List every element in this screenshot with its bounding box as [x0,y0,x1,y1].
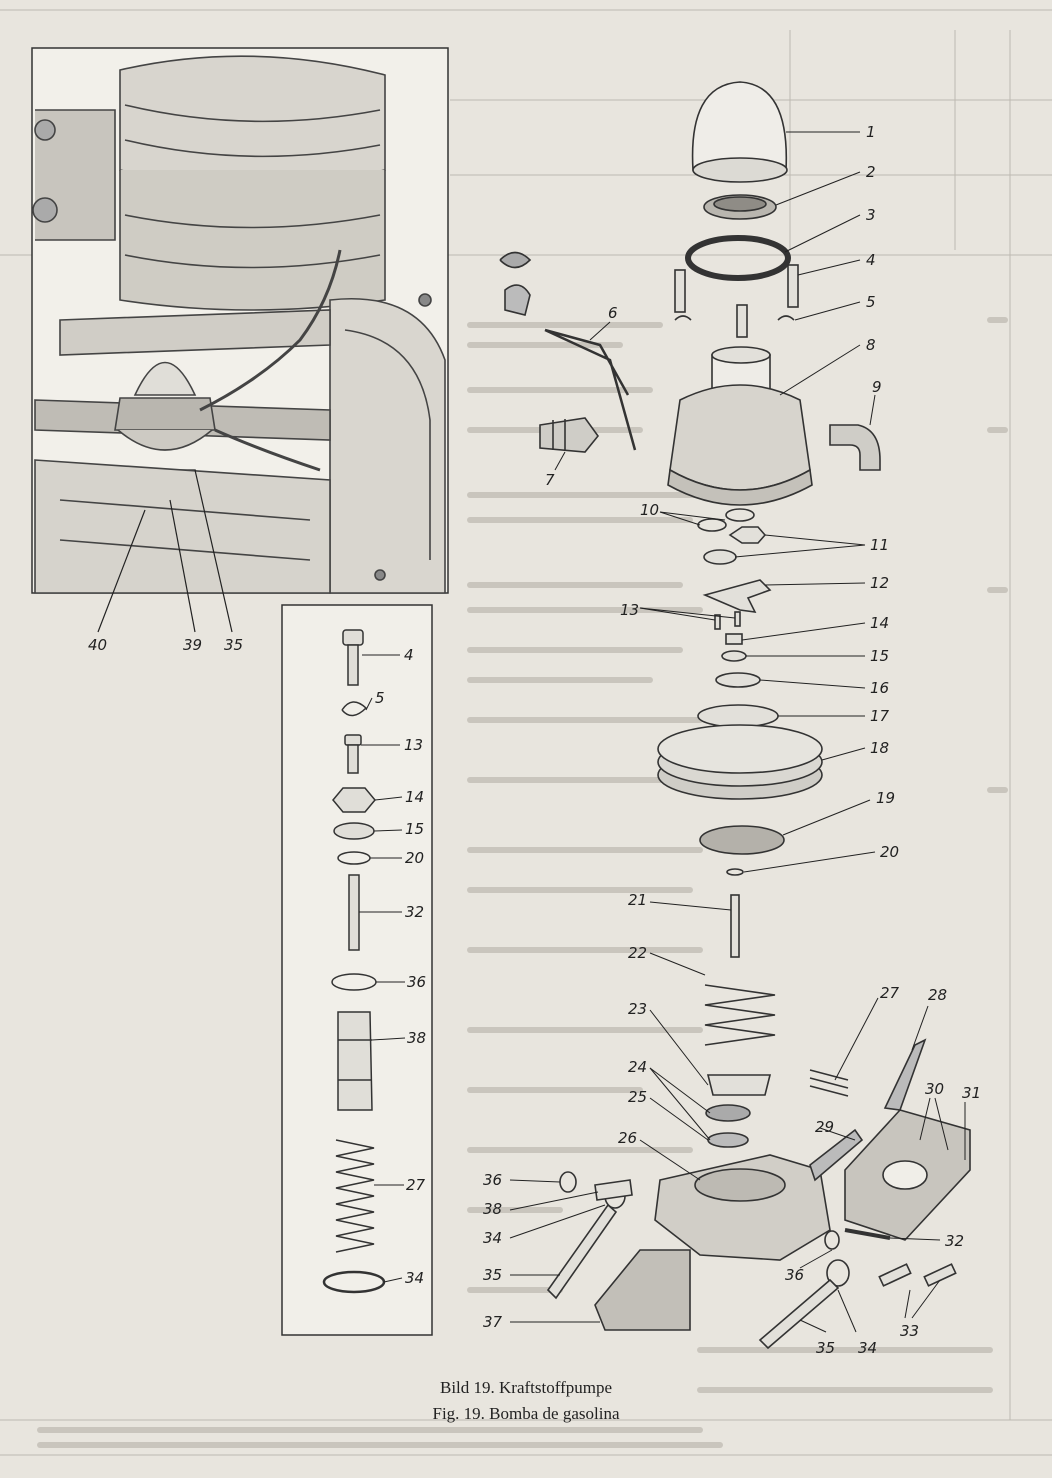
callout-26: 26 [618,1129,637,1147]
main-callouts: 1 2 3 4 5 6 8 9 7 10 11 12 13 14 15 16 1… [483,123,981,1357]
callout-37: 37 [483,1313,503,1331]
caption-german: Bild 19. Kraftstoffpumpe [439,1378,613,1397]
exploded-parts [499,81,971,1350]
inset-label-20: 20 [405,849,424,867]
callout-13: 13 [620,601,639,619]
callout-9: 9 [872,378,882,396]
inset-label-32: 32 [405,903,424,921]
callout-25: 25 [628,1088,647,1106]
photo-label-39: 39 [183,636,202,654]
callout-20: 20 [880,843,899,861]
callout-27: 27 [880,984,900,1002]
callout-15: 15 [870,647,889,665]
callout-18: 18 [870,739,889,757]
callout-32: 32 [945,1232,964,1250]
inset-label-13: 13 [404,736,423,754]
callout-23: 23 [628,1000,647,1018]
inset-label-36: 36 [407,973,426,991]
callout-3: 3 [866,206,876,224]
callout-8: 8 [866,336,876,354]
callout-22: 22 [628,944,647,962]
background-table-lines [0,9,1052,1456]
inset-label-15: 15 [405,820,424,838]
inset-label-4: 4 [404,646,414,664]
callout-7: 7 [545,471,555,489]
engine-photo: 40 39 35 [31,47,449,654]
callout-28: 28 [928,986,947,1004]
callout-33: 33 [900,1322,919,1340]
photo-label-40: 40 [88,636,107,654]
callout-16: 16 [870,679,889,697]
callout-17: 17 [870,707,890,725]
callout-24: 24 [628,1058,647,1076]
callout-36: 36 [785,1266,804,1284]
callout-19: 19 [876,789,895,807]
leader-lines [509,131,966,1333]
callout-30: 30 [925,1080,944,1098]
callout-21: 21 [628,891,647,909]
inset-panel: 4 5 13 14 15 20 32 36 38 27 34 [281,604,433,1336]
callout-12: 12 [870,574,889,592]
inset-label-5: 5 [375,689,385,707]
callout-5: 5 [866,293,876,311]
caption-spanish: Fig. 19. Bomba de gasolina [432,1404,620,1423]
inset-label-34: 34 [405,1269,424,1287]
callout-34-left: 34 [483,1229,502,1247]
callout-36-left: 36 [483,1171,502,1189]
callout-34: 34 [858,1339,877,1357]
inset-label-38: 38 [407,1029,426,1047]
inset-label-14: 14 [405,788,424,806]
callout-35: 35 [816,1339,835,1357]
callout-2: 2 [866,163,876,181]
callout-35-left: 35 [483,1266,502,1284]
callout-4: 4 [866,251,876,269]
photo-label-35: 35 [224,636,243,654]
callout-38: 38 [483,1200,502,1218]
callout-11: 11 [870,536,889,554]
callout-14: 14 [870,614,889,632]
callout-10: 10 [640,501,659,519]
inset-label-27: 27 [406,1176,426,1194]
callout-29: 29 [815,1118,834,1136]
callout-31: 31 [962,1084,981,1102]
callout-1: 1 [866,123,876,141]
callout-6: 6 [608,304,618,322]
